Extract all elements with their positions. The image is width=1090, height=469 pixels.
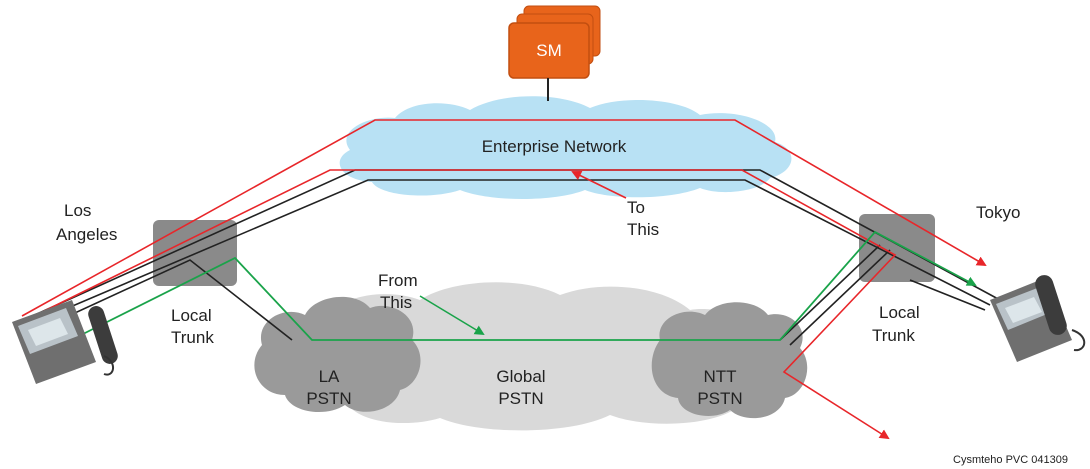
ntt-pstn-label-line2: PSTN (697, 389, 742, 408)
to-this-label-line1: To (627, 198, 645, 217)
ntt-pstn-label-line1: NTT (703, 367, 736, 386)
from-this-label-line1: From (378, 271, 418, 290)
tokyo-gateway-icon (859, 214, 935, 282)
local-trunk-right-line2: Trunk (872, 326, 915, 345)
global-pstn-label-line1: Global (496, 367, 545, 386)
to-this-label-line2: This (627, 220, 659, 239)
local-trunk-left-line1: Local (171, 306, 212, 325)
los-angeles-label-line1: Los (64, 201, 91, 220)
image-credit: Cysmteho PVC 041309 (953, 454, 1068, 466)
la-pstn-label-line2: PSTN (306, 389, 351, 408)
enterprise-network-label: Enterprise Network (482, 137, 627, 156)
sm-server-icon: SM (508, 5, 601, 101)
la-phone-icon (12, 300, 118, 384)
from-this-arrow (419, 295, 485, 336)
la-pstn-cloud (254, 296, 421, 413)
tokyo-phone-icon (990, 275, 1086, 362)
tokyo-label: Tokyo (976, 203, 1020, 222)
global-pstn-cloud (310, 282, 776, 431)
from-this-label-line2: This (380, 293, 412, 312)
la-pstn-label-line1: LA (319, 367, 340, 386)
ntt-pstn-cloud (651, 302, 808, 419)
enterprise-network-cloud (339, 96, 792, 199)
los-angeles-label-line2: Angeles (56, 225, 117, 244)
local-trunk-right-line1: Local (879, 303, 920, 322)
local-trunk-left-line2: Trunk (171, 328, 214, 347)
red-call-paths (21, 119, 987, 440)
to-this-arrow (571, 171, 627, 199)
green-call-path (74, 230, 977, 341)
sm-label: SM (536, 41, 562, 60)
global-pstn-label-line2: PSTN (498, 389, 543, 408)
